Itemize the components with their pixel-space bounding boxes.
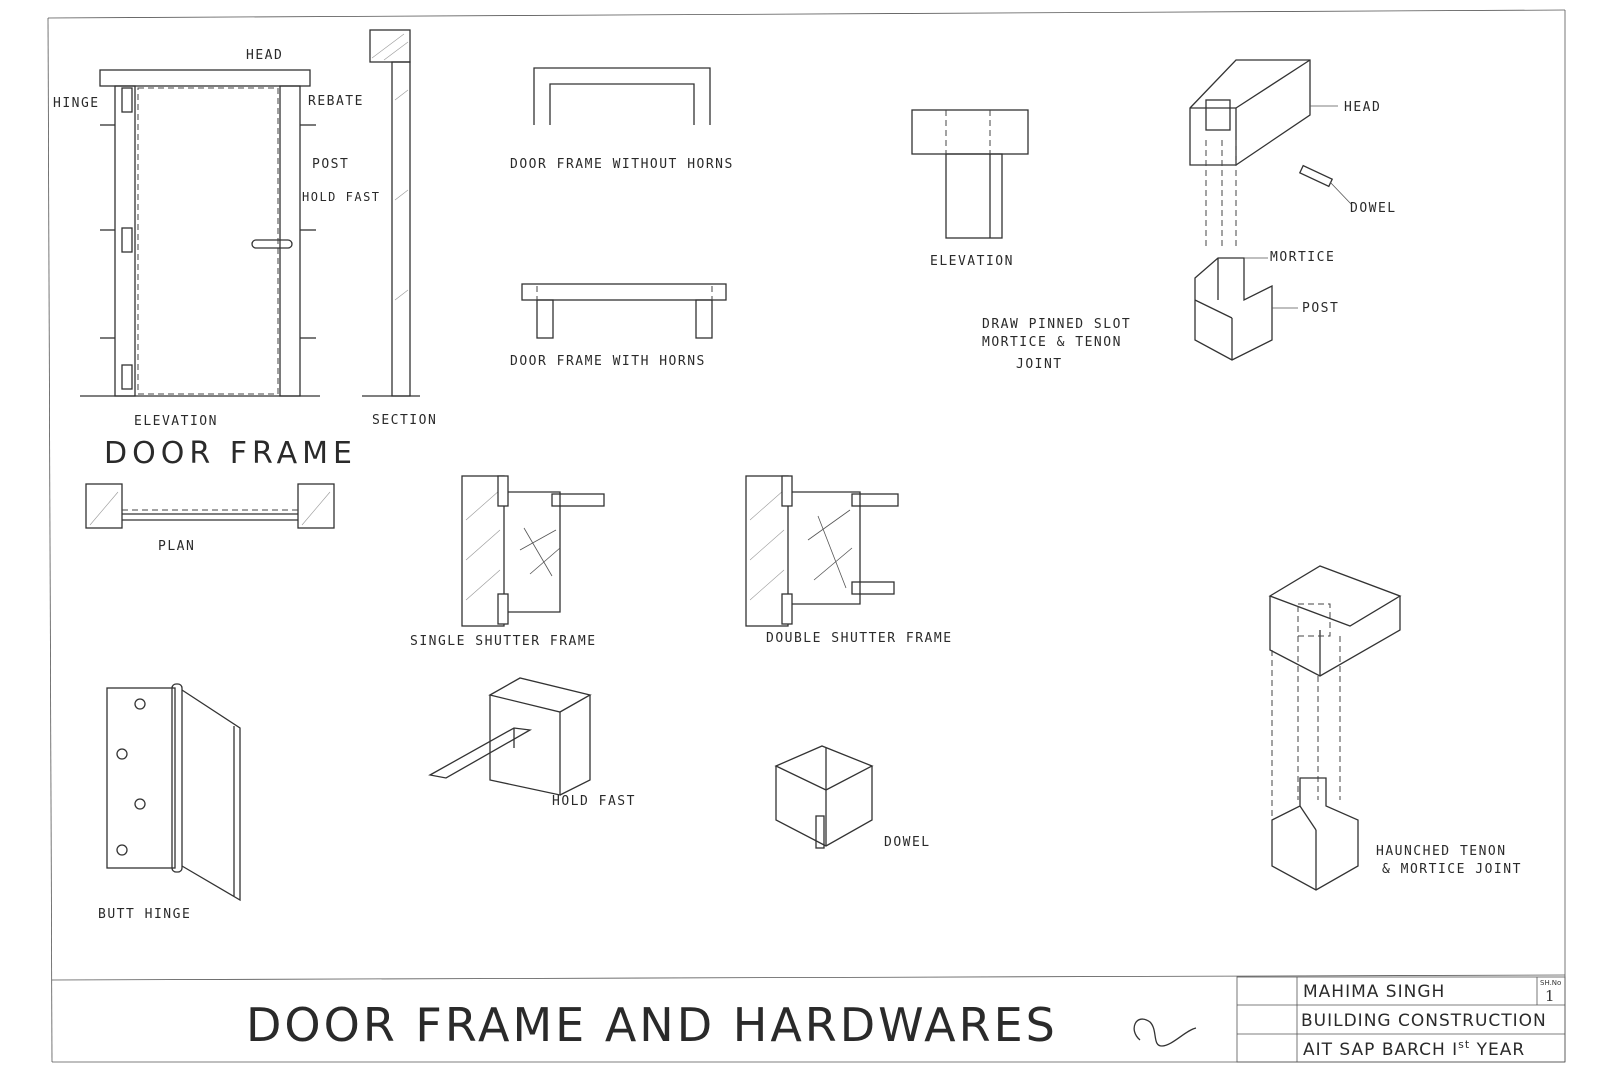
label-joint-name-1: DRAW PINNED SLOT [982,317,1131,332]
label-dowel-iso: DOWEL [884,835,931,850]
title-block-course-sup: st [1458,1038,1470,1051]
label-elevation: ELEVATION [134,414,218,429]
label-joint-head: HEAD [1344,100,1381,115]
label-single-shutter: SINGLE SHUTTER FRAME [410,634,597,649]
label-section: SECTION [372,413,437,428]
frame-with-horns [521,283,727,339]
sheet-border [47,9,1566,1063]
label-joint-post: POST [1302,301,1339,316]
title-block-name: MAHIMA SINGH [1303,982,1445,1002]
title-block-subject: BUILDING CONSTRUCTION [1301,1011,1547,1031]
label-without-horns: DOOR FRAME WITHOUT HORNS [510,157,734,172]
sheet-number-label: SH.No [1540,979,1561,987]
frame-without-horns [533,67,711,125]
label-hinge: HINGE [53,96,100,111]
label-butt-hinge: BUTT HINGE [98,907,191,922]
hold-fast-iso [428,677,592,796]
label-door-frame: DOOR FRAME [104,436,357,471]
dowel-iso [774,745,874,849]
label-t-elevation: ELEVATION [930,254,1014,269]
label-joint-dowel: DOWEL [1350,201,1397,216]
label-plan: PLAN [158,539,195,554]
title-block-course: AIT SAP BARCH Ist YEAR [1303,1038,1525,1060]
label-joint-mortice: MORTICE [1270,250,1335,265]
label-double-shutter: DOUBLE SHUTTER FRAME [766,631,953,646]
label-rebate: REBATE [308,94,364,109]
label-haunched-1: HAUNCHED TENON [1376,844,1507,859]
title-block-course-main: AIT SAP BARCH I [1303,1040,1458,1060]
pinned-slot-joint [1189,59,1353,361]
label-post: POST [312,157,349,172]
label-with-horns: DOOR FRAME WITH HORNS [510,354,706,369]
butt-hinge [106,683,241,902]
label-haunched-2: & MORTICE JOINT [1382,862,1522,877]
door-frame-section [362,29,420,397]
title-block-course-end: YEAR [1470,1040,1525,1060]
title-block [1236,976,1566,1063]
double-shutter-frame [745,475,899,627]
label-hold-fast: HOLD FAST [302,190,381,204]
door-frame-elevation [80,69,320,397]
sheet-number: 1 [1545,987,1555,1005]
label-joint-name-2: MORTICE & TENON [982,335,1122,350]
single-shutter-frame [461,475,605,627]
label-head: HEAD [246,48,283,63]
label-holdfast-iso: HOLD FAST [552,794,636,809]
t-joint-elevation [911,109,1029,239]
signature [1133,1018,1197,1047]
haunched-joint [1268,565,1402,891]
sheet-title: DOOR FRAME AND HARDWARES [246,998,1058,1052]
door-frame-plan [85,483,335,529]
label-joint-name-3: JOINT [1016,357,1063,372]
